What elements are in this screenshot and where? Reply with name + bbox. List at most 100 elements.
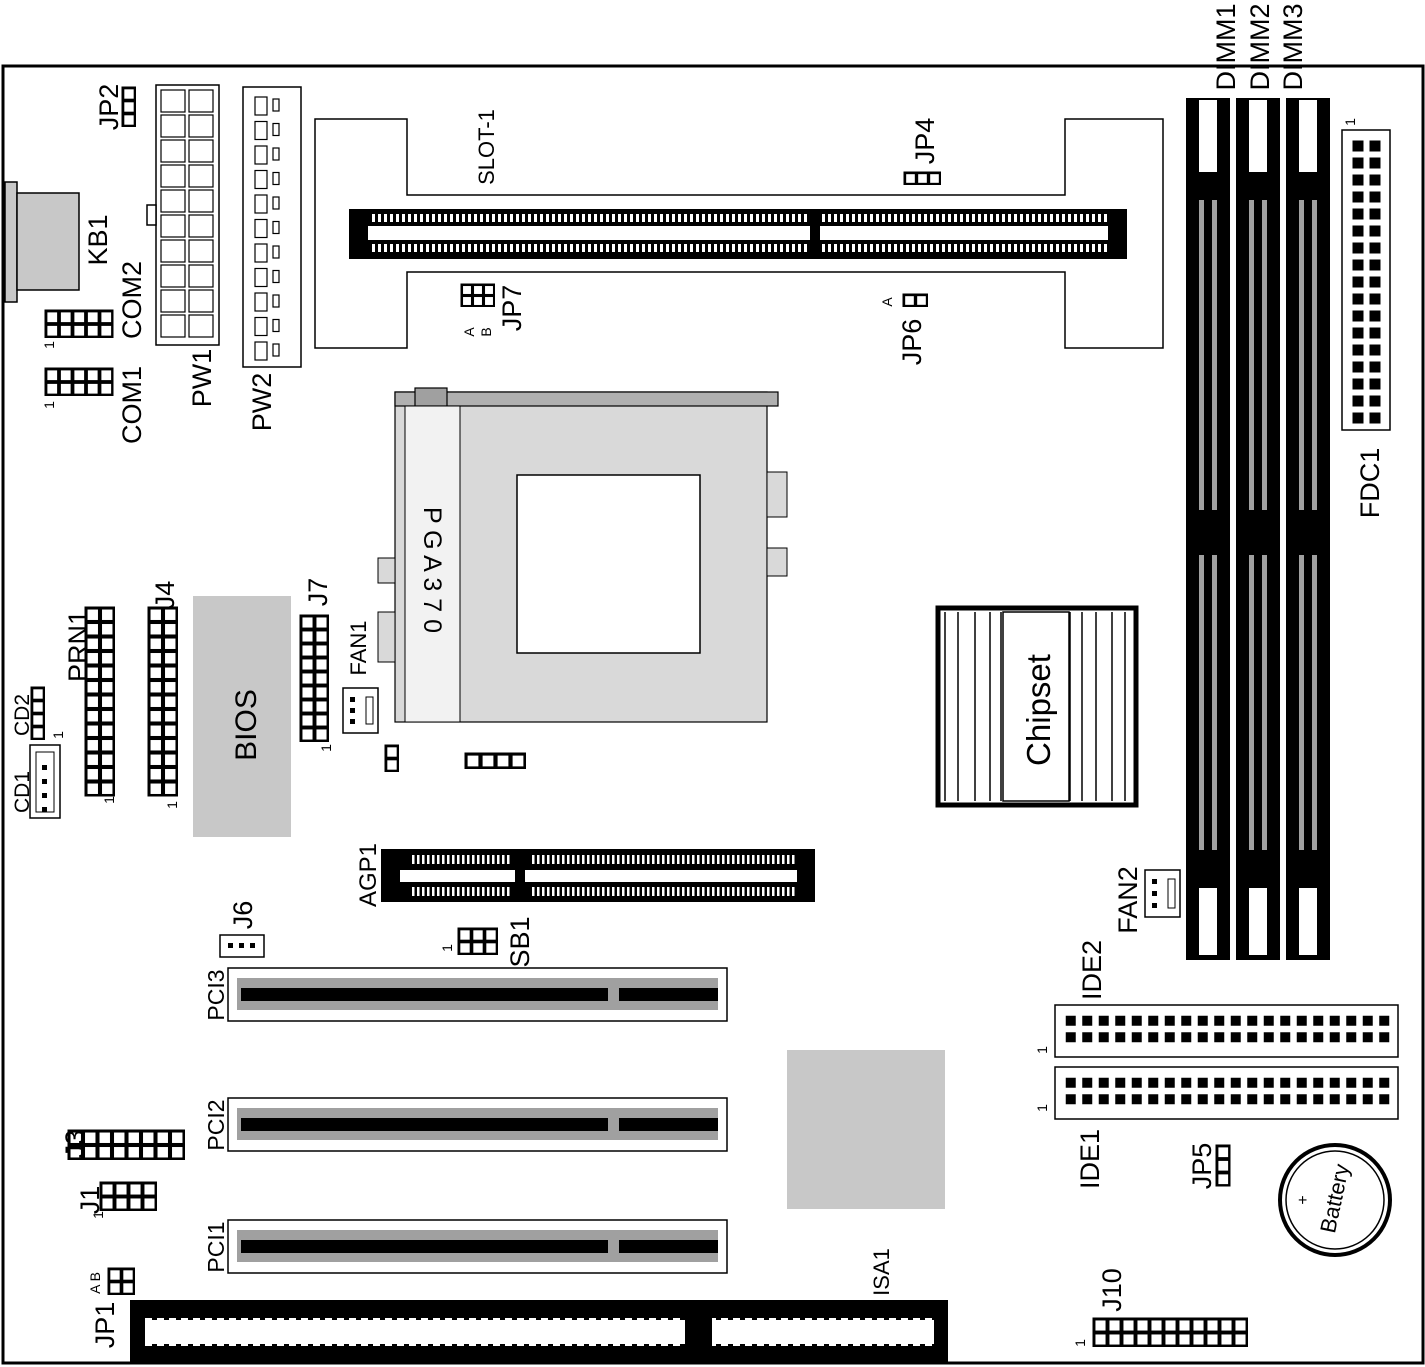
pw1-pin: [188, 164, 214, 188]
pin: [102, 783, 113, 794]
pin: [150, 783, 161, 794]
jp4-jumper: [903, 171, 941, 185]
j10-label: J10: [1097, 1268, 1127, 1312]
pin: [47, 325, 58, 336]
slot-contact: [600, 214, 603, 222]
agp-contact: [697, 887, 700, 896]
slot-contact: [1032, 214, 1035, 222]
pin: [1115, 1015, 1126, 1026]
pin: [930, 174, 939, 183]
fan2-label: FAN2: [1113, 866, 1143, 934]
slot-contact: [960, 214, 963, 222]
slot-contact: [894, 244, 897, 252]
pw2-pin: [272, 245, 280, 259]
agp-contact: [717, 855, 720, 864]
pin: [1230, 1015, 1241, 1026]
pw1-pin: [160, 289, 186, 313]
agp-contact: [727, 887, 730, 896]
pin: [102, 1184, 113, 1195]
pin: [1131, 1077, 1142, 1088]
slot-contact: [474, 214, 477, 222]
pin: [467, 755, 479, 767]
ide2-header: [1065, 1015, 1390, 1043]
pin: [1369, 293, 1381, 305]
cd2-pin1-marker: 1: [50, 731, 66, 739]
pin: [102, 740, 113, 751]
pga370-cpu-socket: [377, 387, 788, 723]
pin: [102, 754, 113, 765]
dimm2-label: DIMM2: [1245, 4, 1275, 91]
pci1-label: PCI1: [203, 1221, 229, 1272]
pin: [1109, 1334, 1120, 1345]
pin: [302, 673, 313, 684]
pin: [1280, 1032, 1291, 1043]
dimm2-slot: [1236, 98, 1280, 960]
slot-contact: [708, 214, 711, 222]
pin: [1221, 1334, 1232, 1345]
agp-contact: [702, 855, 705, 864]
slot-contact: [690, 214, 693, 222]
pin: [1263, 1015, 1274, 1026]
sb1-label: SB1: [505, 916, 535, 967]
agp1-slot: [381, 849, 815, 902]
agp-contact: [677, 855, 680, 864]
slot-contact: [726, 244, 729, 252]
pin: [87, 783, 98, 794]
pin: [1123, 1334, 1134, 1345]
pin: [1095, 1320, 1106, 1331]
pin: [1280, 1077, 1291, 1088]
slot1-label: SLOT-1: [474, 109, 499, 185]
slot-contact: [942, 244, 945, 252]
prn1-label: PRN1: [63, 610, 93, 682]
pin: [473, 930, 483, 940]
slot-contact: [774, 214, 777, 222]
pin: [1115, 1094, 1126, 1105]
slot-contact: [768, 244, 771, 252]
slot-contact: [546, 214, 549, 222]
slot-contact: [846, 214, 849, 222]
agp-contact: [472, 887, 475, 896]
pin: [1379, 1032, 1390, 1043]
pin: [1346, 1094, 1357, 1105]
agp-contact: [722, 855, 725, 864]
pin: [1329, 1094, 1340, 1105]
slot-contact: [576, 244, 579, 252]
jp7-label: JP7: [497, 285, 527, 332]
pin: [87, 725, 98, 736]
pin: [116, 1184, 127, 1195]
pin: [1207, 1320, 1218, 1331]
agp-contact: [792, 887, 795, 896]
slot-contact: [372, 214, 375, 222]
agp-contact: [622, 855, 625, 864]
pin: [302, 701, 313, 712]
slot-contact: [558, 244, 561, 252]
pw2-label: PW2: [247, 373, 277, 432]
pin: [1247, 1015, 1258, 1026]
agp1-label: AGP1: [355, 843, 382, 907]
pin: [165, 624, 176, 635]
pw2-pin: [272, 196, 280, 210]
pin: [1109, 1320, 1120, 1331]
slot-contact: [498, 244, 501, 252]
pw1-pin: [188, 114, 214, 138]
pin: [1362, 1015, 1373, 1026]
slot-contact: [678, 244, 681, 252]
pin: [1329, 1032, 1340, 1043]
slot-contact: [996, 214, 999, 222]
slot-contact: [978, 244, 981, 252]
pin: [85, 1132, 96, 1143]
pin: [474, 286, 482, 294]
pin: [1235, 1320, 1246, 1331]
slot-contact: [1050, 214, 1053, 222]
slot-contact: [642, 214, 645, 222]
agp-contact: [532, 887, 535, 896]
agp-contact: [562, 887, 565, 896]
jp7-a-label: A: [461, 327, 477, 337]
pin: [316, 659, 327, 670]
agp-contact: [782, 887, 785, 896]
isa1-slot: [130, 1300, 948, 1363]
pin: [463, 297, 471, 305]
slot-contact: [768, 214, 771, 222]
pin: [1352, 208, 1364, 220]
